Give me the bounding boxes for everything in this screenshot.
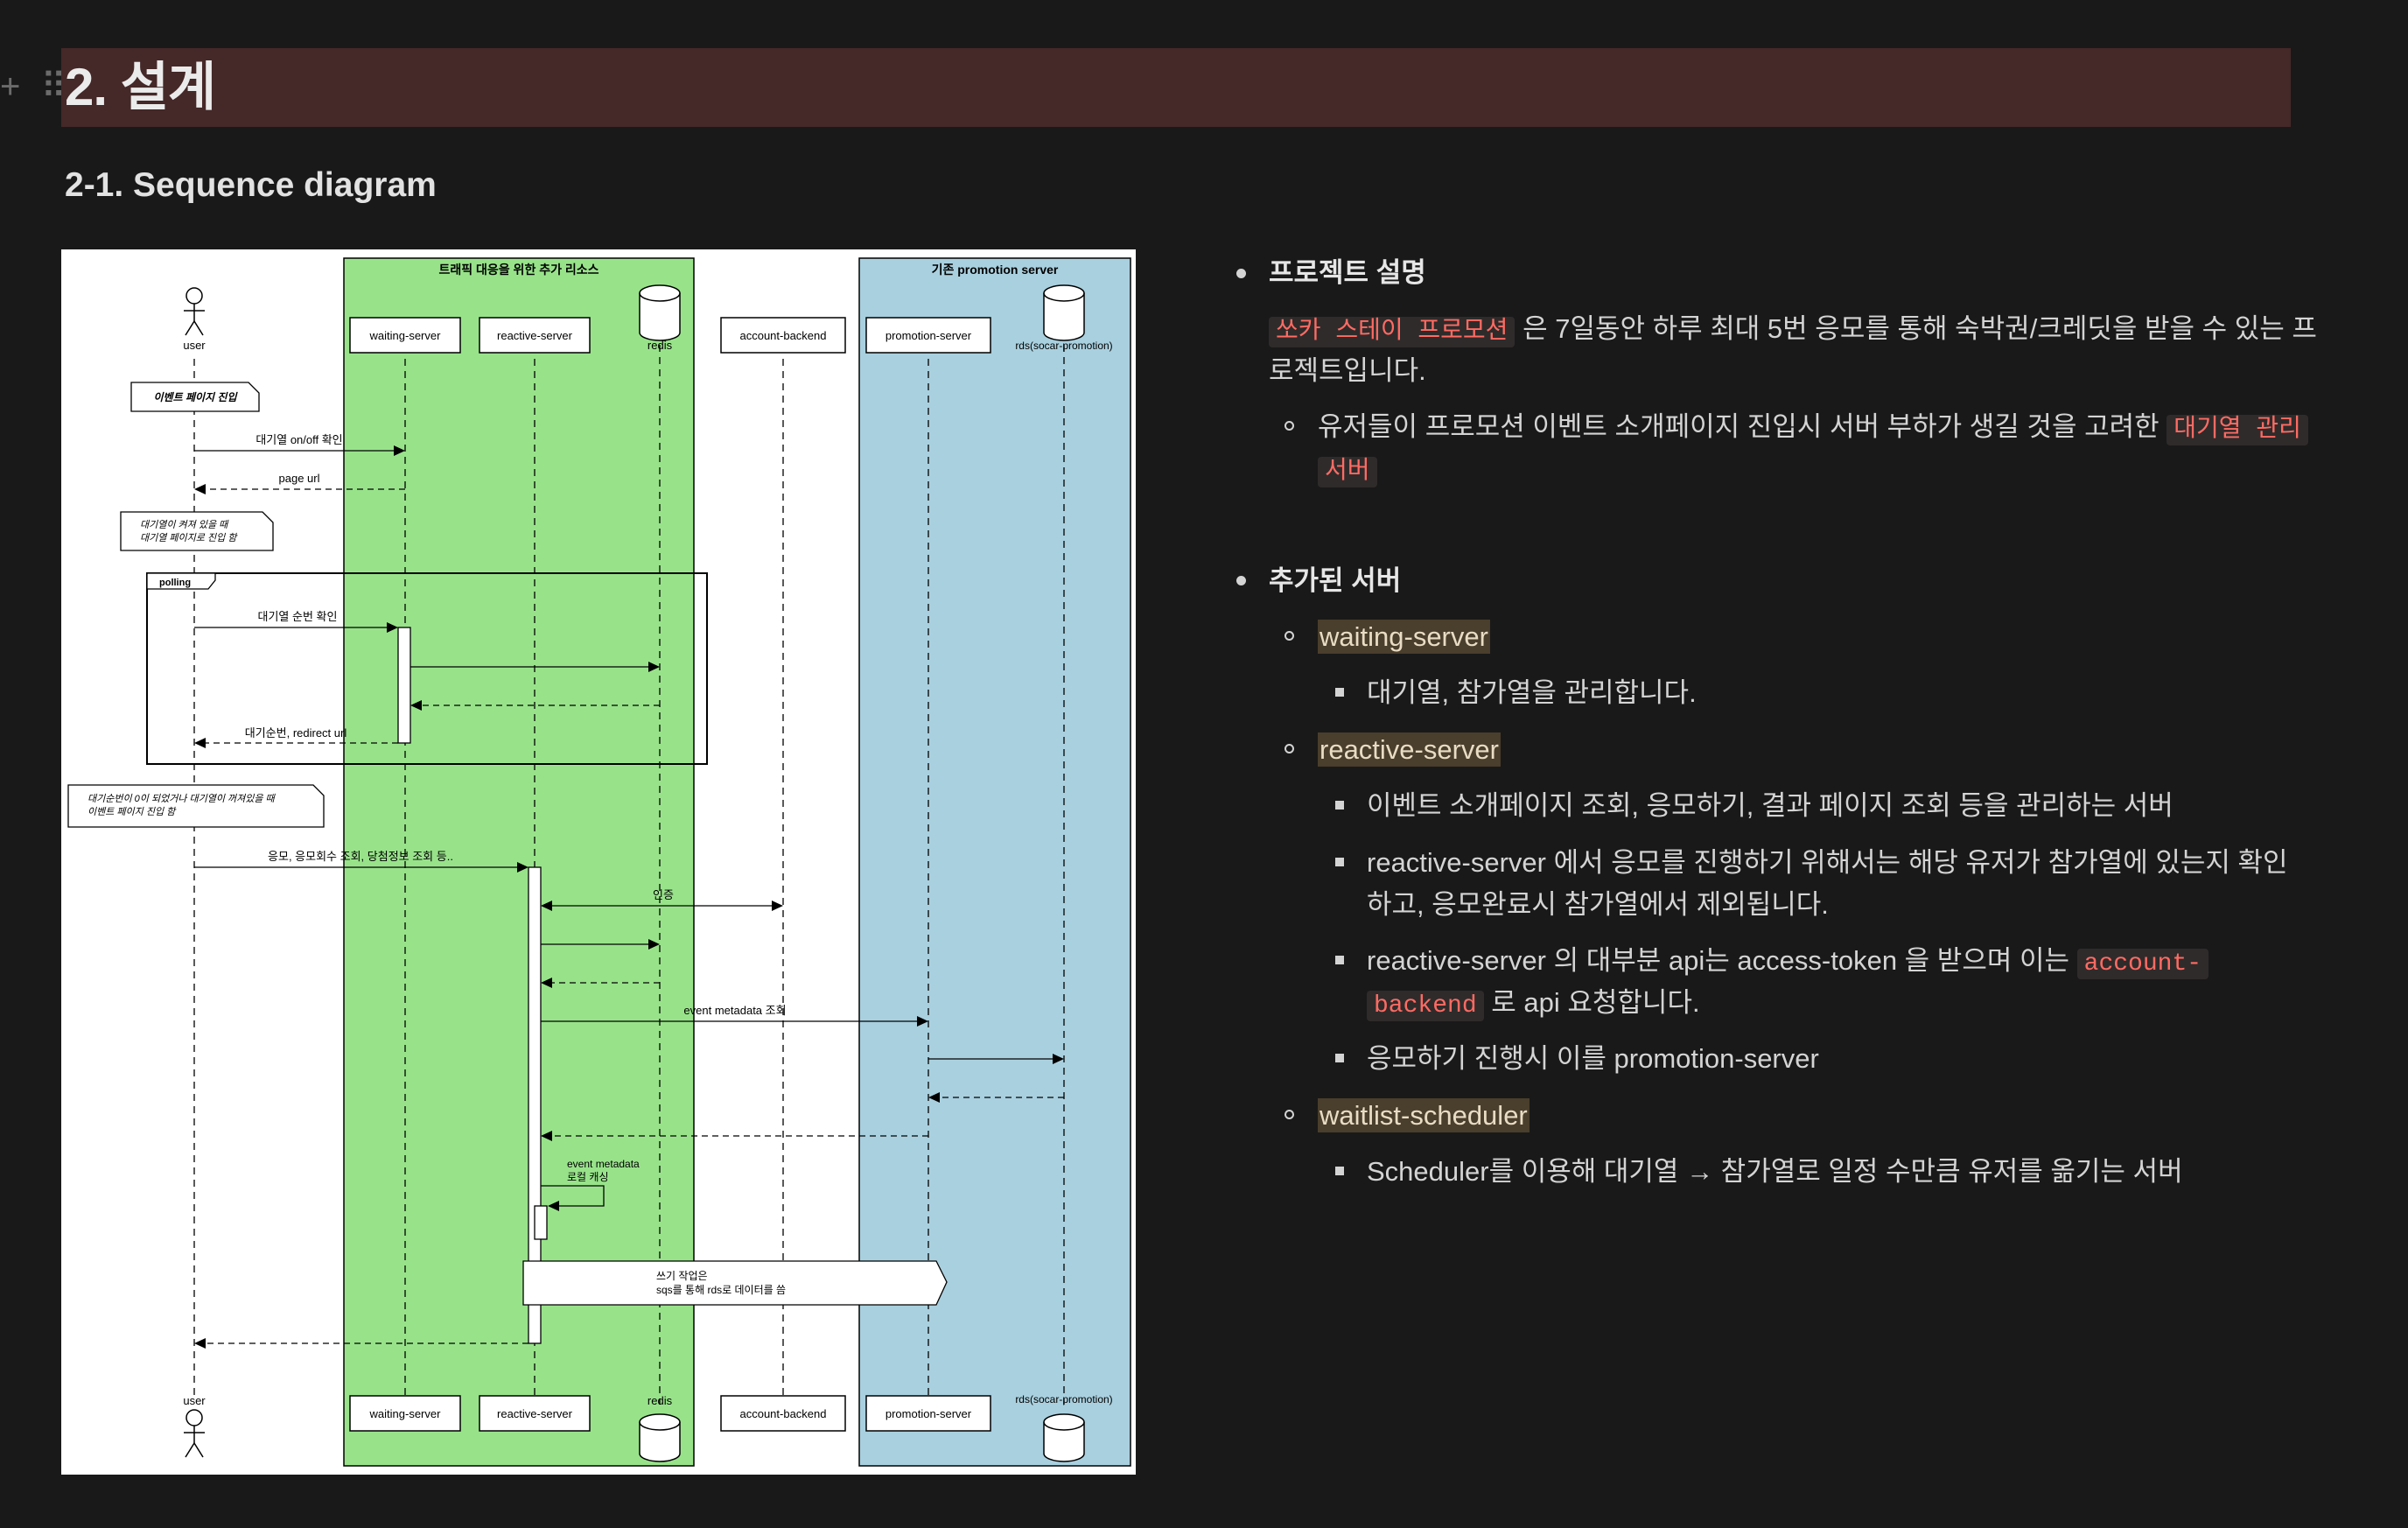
svg-text:이벤트 페이지 진입 함: 이벤트 페이지 진입 함 bbox=[88, 806, 177, 817]
inline-code-queue-mgmt: 대기열 관리 bbox=[2166, 415, 2308, 445]
svg-text:rds(socar-promotion): rds(socar-promotion) bbox=[1015, 1393, 1112, 1405]
svg-text:이벤트 페이지 진입: 이벤트 페이지 진입 bbox=[154, 391, 239, 403]
svg-text:쓰기 작업은: 쓰기 작업은 bbox=[656, 1270, 708, 1282]
svg-text:redis: redis bbox=[648, 339, 673, 352]
svg-text:rds(socar-promotion): rds(socar-promotion) bbox=[1015, 340, 1112, 352]
bullet-circle bbox=[1284, 744, 1294, 753]
svg-text:waiting-server: waiting-server bbox=[369, 1407, 442, 1420]
bullet-square bbox=[1335, 688, 1344, 697]
account-backend-box-bottom: account-backend bbox=[720, 1395, 846, 1432]
page-heading-2[interactable]: 2-1. Sequence diagram bbox=[65, 166, 437, 204]
svg-text:reactive-server: reactive-server bbox=[497, 1407, 573, 1420]
redis-database-bottom: redis bbox=[639, 1394, 681, 1462]
project-description-line1[interactable]: 쏘카 스테이 프로모션 은 7일동안 하루 최대 5번 응모를 통해 숙박권/크… bbox=[1269, 308, 2317, 354]
queue-reason-line1[interactable]: 유저들이 프로모션 이벤트 소개페이지 진입시 서버 부하가 생길 것을 고려한… bbox=[1318, 406, 2308, 452]
svg-text:redis: redis bbox=[648, 1394, 673, 1407]
bullet-disc bbox=[1236, 269, 1246, 278]
note-write-sqs: 쓰기 작업은 sqs를 통해 rds로 데이터를 씀 bbox=[522, 1260, 948, 1306]
bullet-circle bbox=[1284, 631, 1294, 641]
waiting-server-desc[interactable]: 대기열, 참가열을 관리합니다. bbox=[1367, 677, 1697, 708]
waitlist-scheduler-item[interactable]: waitlist-scheduler bbox=[1318, 1098, 1530, 1132]
bullet-square bbox=[1335, 801, 1344, 810]
section-project-description-title[interactable]: 프로젝트 설명 bbox=[1269, 257, 1426, 288]
svg-text:대기순번이 0이 되었거나 대기열이 꺼져있을 때: 대기순번이 0이 되었거나 대기열이 꺼져있을 때 bbox=[88, 793, 276, 804]
bullet-circle bbox=[1284, 1110, 1294, 1119]
svg-text:user: user bbox=[183, 1394, 206, 1407]
svg-text:polling: polling bbox=[159, 578, 191, 588]
message-queue-order: 대기열 순번 확인 bbox=[258, 610, 338, 623]
svg-text:account-backend: account-backend bbox=[739, 329, 826, 342]
reactive-desc-3b[interactable]: backend 로 api 요청합니다. bbox=[1367, 982, 1700, 1027]
reactive-server-item[interactable]: reactive-server bbox=[1318, 732, 1501, 767]
promotion-server-box-bottom: promotion-server bbox=[865, 1395, 991, 1432]
waiting-server-box-bottom: waiting-server bbox=[349, 1395, 461, 1432]
svg-text:sqs를 통해 rds로 데이터를 씀: sqs를 통해 rds로 데이터를 씀 bbox=[656, 1284, 786, 1296]
rds-database-bottom: rds(socar-promotion) bbox=[1015, 1393, 1113, 1462]
svg-text:waiting-server: waiting-server bbox=[369, 329, 442, 342]
note-queue-on: 대기열이 켜져 있을 때 대기열 페이지로 진입 함 bbox=[120, 511, 274, 551]
queue-reason-line2[interactable]: 서버 bbox=[1318, 448, 1377, 494]
group-existing-title: 기존 promotion server bbox=[932, 263, 1059, 277]
reactive-desc-3a[interactable]: reactive-server 의 대부분 api는 access-token … bbox=[1367, 940, 2209, 985]
bullet-square bbox=[1335, 956, 1344, 964]
reactive-server-box-bottom: reactive-server bbox=[479, 1395, 591, 1432]
message-queue-onoff: 대기열 on/off 확인 bbox=[256, 433, 342, 446]
waiting-server-item[interactable]: waiting-server bbox=[1318, 620, 1490, 654]
reactive-desc-2b[interactable]: 하고, 응모완료시 참가열에서 제외됩니다. bbox=[1367, 889, 1829, 920]
message-queue-redirect: 대기순번, redirect url bbox=[245, 726, 347, 739]
inline-code-socar-stay: 쏘카 스테이 프로모션 bbox=[1269, 317, 1516, 347]
note-enter-event: 이벤트 페이지 진입 bbox=[130, 382, 260, 412]
message-apply: 응모, 응모회수 조회, 당첨정보 조회 등.. bbox=[268, 850, 453, 863]
scheduler-desc[interactable]: Scheduler를 이용해 대기열 → 참가열로 일정 수만큼 유저를 옮기는… bbox=[1367, 1156, 2183, 1187]
message-auth: 인증 bbox=[653, 888, 674, 901]
svg-text:로컬 캐싱: 로컬 캐싱 bbox=[567, 1171, 609, 1183]
user-actor-top: user bbox=[183, 287, 206, 352]
bullet-disc bbox=[1236, 576, 1246, 585]
section-added-servers-title[interactable]: 추가된 서버 bbox=[1269, 565, 1402, 596]
message-event-metadata: event metadata 조회 bbox=[683, 1004, 786, 1017]
message-page-url: page url bbox=[279, 472, 320, 485]
reactive-desc-2a[interactable]: reactive-server 에서 응모를 진행하기 위해서는 해당 유저가 … bbox=[1367, 847, 2288, 878]
svg-text:promotion-server: promotion-server bbox=[886, 329, 972, 342]
polling-frame: polling bbox=[146, 572, 708, 765]
svg-text:account-backend: account-backend bbox=[739, 1407, 826, 1420]
project-description-line2[interactable]: 로젝트입니다. bbox=[1269, 355, 1426, 386]
reactive-desc-4[interactable]: 응모하기 진행시 이를 promotion-server bbox=[1367, 1043, 1819, 1074]
reactive-server-box-top: reactive-server bbox=[479, 317, 591, 354]
bullet-square bbox=[1335, 1167, 1344, 1175]
waiting-server-box-top: waiting-server bbox=[349, 317, 461, 354]
sequence-diagram-image[interactable]: 트래픽 대응을 위한 추가 리소스 기존 promotion server us… bbox=[61, 249, 1136, 1475]
inline-code-account-backend: account- bbox=[2076, 949, 2209, 979]
rds-database-top: rds(socar-promotion) bbox=[1015, 284, 1113, 352]
group-new-title: 트래픽 대응을 위한 추가 리소스 bbox=[439, 263, 599, 277]
svg-text:event metadata: event metadata bbox=[567, 1158, 640, 1170]
bullet-square bbox=[1335, 858, 1344, 866]
heading-1-block[interactable]: 2. 설계 bbox=[61, 48, 2291, 127]
account-backend-box-top: account-backend bbox=[720, 317, 846, 354]
svg-text:reactive-server: reactive-server bbox=[497, 329, 573, 342]
user-actor-bottom: user bbox=[183, 1394, 206, 1458]
reactive-desc-1[interactable]: 이벤트 소개페이지 조회, 응모하기, 결과 페이지 조회 등을 관리하는 서버 bbox=[1367, 790, 2174, 821]
block-drag-handle[interactable]: + ⠿ bbox=[0, 67, 72, 106]
svg-text:대기열 페이지로 진입 함: 대기열 페이지로 진입 함 bbox=[140, 532, 238, 543]
svg-text:대기열이 켜져 있을 때: 대기열이 켜져 있을 때 bbox=[140, 519, 229, 530]
self-call-cache: event metadata 로컬 캐싱 bbox=[534, 1158, 640, 1240]
svg-text:promotion-server: promotion-server bbox=[886, 1407, 972, 1420]
svg-text:user: user bbox=[183, 339, 206, 352]
bullet-square bbox=[1335, 1054, 1344, 1062]
bullet-circle bbox=[1284, 421, 1294, 431]
page-heading-1: 2. 설계 bbox=[65, 58, 216, 116]
redis-database-top: redis bbox=[639, 284, 681, 352]
note-queue-zero: 대기순번이 0이 되었거나 대기열이 꺼져있을 때 이벤트 페이지 진입 함 bbox=[67, 784, 325, 828]
promotion-server-box-top: promotion-server bbox=[865, 317, 991, 354]
